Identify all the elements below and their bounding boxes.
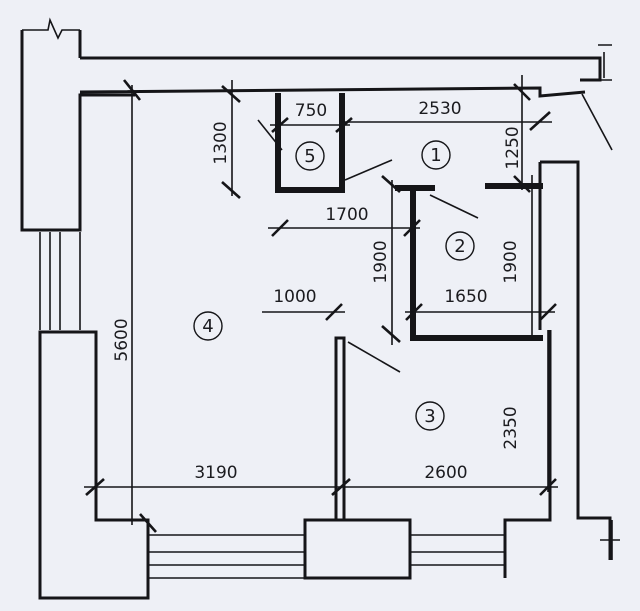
left-window bbox=[39, 232, 81, 330]
right-wall-outer bbox=[540, 160, 612, 560]
outer-walls bbox=[20, 17, 620, 600]
bottom-pier bbox=[303, 518, 412, 580]
door-swing-room3 bbox=[347, 341, 401, 373]
door-swing-room5 bbox=[257, 119, 283, 151]
bottom-window-right bbox=[410, 534, 505, 566]
bottom-window-left bbox=[148, 534, 305, 579]
dim-bottom-left-span: 3190 bbox=[194, 463, 237, 483]
dim-room2-width: 1650 bbox=[444, 287, 487, 307]
top-right-door-swing bbox=[581, 93, 613, 151]
room5-walls bbox=[275, 93, 345, 193]
dim-corridor-width: 1700 bbox=[325, 205, 368, 225]
room-labels: 1 2 3 4 5 bbox=[193, 140, 475, 431]
dimension-lines bbox=[84, 75, 558, 533]
room-4-number: 4 bbox=[202, 316, 213, 337]
dim-top-right-span: 2530 bbox=[418, 99, 461, 119]
top-wall-outer bbox=[78, 30, 602, 82]
interior-walls bbox=[275, 93, 543, 522]
left-wall-lower bbox=[38, 330, 150, 600]
door-swing-room2 bbox=[429, 194, 479, 219]
bottom-right-break bbox=[600, 520, 620, 560]
wall-break-symbol bbox=[22, 17, 80, 40]
room2-left-wall bbox=[395, 185, 543, 341]
partition-3-4 bbox=[334, 336, 346, 522]
dim-room2-height-right: 1900 bbox=[501, 240, 521, 283]
dim-right-top-segment: 1250 bbox=[503, 126, 523, 169]
room-3-number: 3 bbox=[424, 406, 435, 427]
dim-bottom-right-span: 2600 bbox=[424, 463, 467, 483]
right-wall-lower bbox=[503, 475, 552, 578]
top-right-break-symbol bbox=[598, 44, 612, 81]
dim-room4-height: 5600 bbox=[112, 318, 132, 361]
dimension-labels: 5600 1300 750 2530 1250 1700 1900 1900 1… bbox=[112, 99, 523, 483]
left-wall-upper bbox=[20, 30, 135, 232]
room-5-number: 5 bbox=[304, 146, 315, 167]
dim-room5-width: 750 bbox=[295, 101, 327, 121]
dim-room2-height-left: 1900 bbox=[371, 240, 391, 283]
room-1-number: 1 bbox=[430, 145, 441, 166]
dim-room3-height: 2350 bbox=[501, 406, 521, 449]
dim-room5-height: 1300 bbox=[211, 121, 231, 164]
right-wall-inner bbox=[538, 162, 552, 478]
room-2-number: 2 bbox=[454, 236, 465, 257]
door-swing-room5-right bbox=[344, 159, 393, 181]
top-wall-inner bbox=[79, 86, 586, 98]
dim-opening-1000: 1000 bbox=[273, 287, 316, 307]
door-swings bbox=[257, 119, 479, 373]
